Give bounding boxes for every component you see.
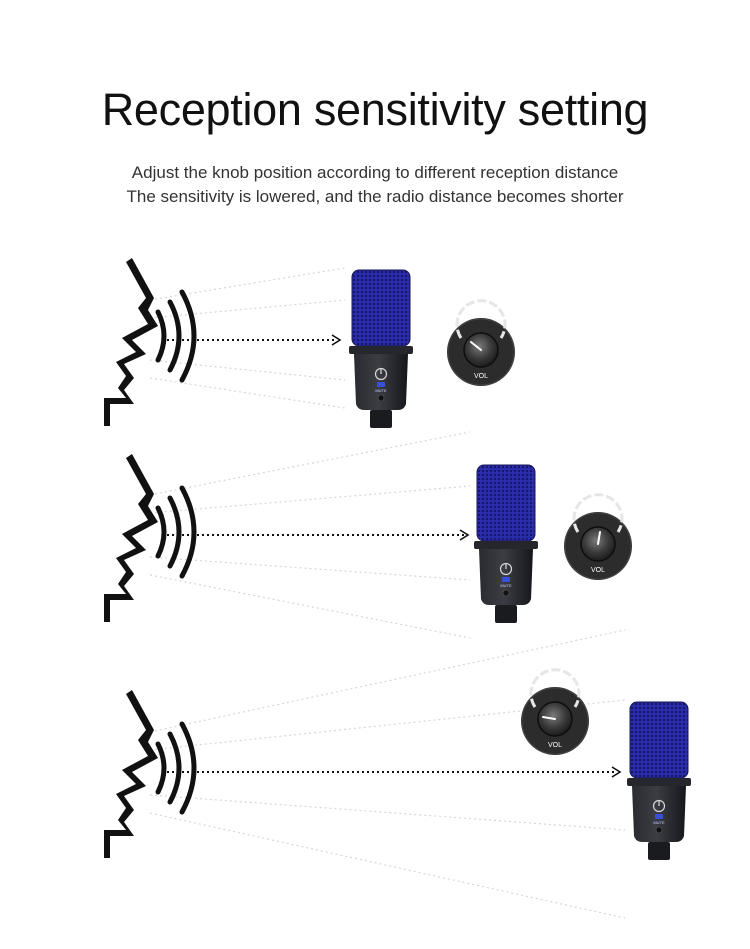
volume-knob-icon: VOL bbox=[562, 493, 634, 582]
subtitle-line-1: Adjust the knob position according to di… bbox=[131, 163, 619, 182]
volume-knob-icon: VOL bbox=[519, 668, 591, 757]
beam-lines-3 bbox=[149, 629, 626, 919]
row-3: VOL bbox=[104, 629, 692, 919]
beam-lines-2 bbox=[149, 431, 471, 639]
subtitle-line-2: The sensitivity is lowered, and the radi… bbox=[126, 187, 624, 206]
vol-label: VOL bbox=[548, 742, 562, 749]
row-1: VOL bbox=[104, 258, 517, 429]
dotted-arrow-icon bbox=[162, 334, 342, 346]
dotted-arrow-icon bbox=[162, 529, 470, 541]
vol-label: VOL bbox=[474, 373, 488, 380]
volume-knob-icon: VOL bbox=[445, 299, 517, 388]
microphone-icon bbox=[626, 701, 692, 861]
microphone-icon bbox=[473, 464, 539, 624]
vol-label: VOL bbox=[591, 567, 605, 574]
row-2: VOL bbox=[104, 431, 634, 639]
microphone-icon bbox=[348, 269, 414, 429]
dotted-arrow-icon bbox=[162, 766, 622, 778]
speaking-head-icon bbox=[104, 258, 194, 426]
page-title: Reception sensitivity setting bbox=[101, 84, 649, 135]
speaking-head-icon bbox=[104, 690, 194, 858]
speaking-head-icon bbox=[104, 454, 194, 622]
